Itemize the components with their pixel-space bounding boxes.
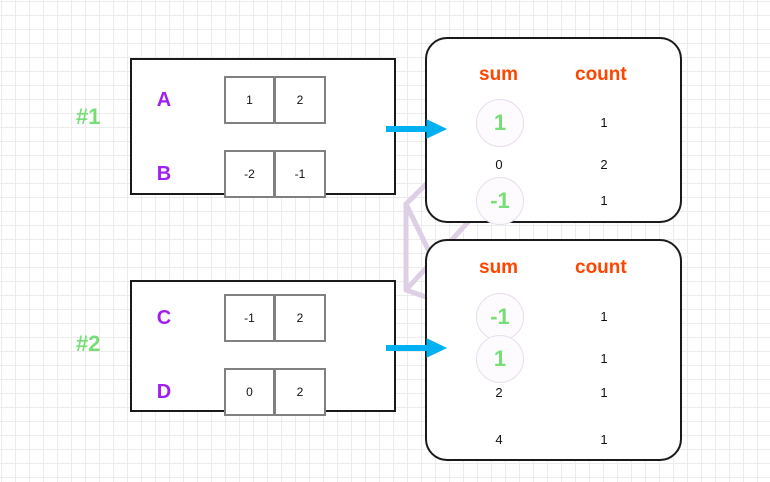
input-cell-a-sum: 1	[224, 76, 275, 124]
input-cell-c-count: 2	[275, 294, 326, 342]
output-panel-1: sum count 1 1 0 2 -1 1	[425, 37, 682, 225]
panel-2-header-count: count	[575, 257, 627, 278]
panel-2-sum-row-3: 2	[495, 385, 503, 400]
input-row-d: D 0 2	[142, 368, 326, 416]
group-tag-1: #1	[76, 104, 101, 129]
input-pair-a: 1 2	[224, 76, 326, 124]
input-block-group-2: C -1 2 D 0 2	[130, 280, 396, 416]
input-row-label-a: A	[156, 89, 172, 111]
panel-2-count-row-4: 1	[600, 432, 608, 447]
input-row-c: C -1 2	[142, 294, 326, 342]
panel-2-count-row-2: 1	[600, 351, 608, 366]
panel-2-sum-row-1: -1	[476, 293, 524, 341]
panel-1-header-sum: sum	[479, 64, 519, 85]
panel-1-sum-row-2: 0	[495, 157, 503, 172]
input-cell-b-count: -1	[275, 150, 326, 198]
input-cell-b-sum: -2	[224, 150, 275, 198]
flow-arrow-group-2	[386, 338, 448, 358]
flow-arrow-group-1	[386, 119, 448, 139]
input-cell-d-count: 2	[275, 368, 326, 416]
panel-2-sum-row-4: 4	[495, 432, 503, 447]
panel-1-sum-row-1: 1	[476, 99, 524, 147]
panel-2-count-row-1: 1	[600, 309, 608, 324]
group-tag-2: #2	[76, 331, 101, 356]
input-cell-a-count: 2	[275, 76, 326, 124]
input-cell-c-sum: -1	[224, 294, 275, 342]
input-row-label-d: D	[156, 381, 172, 403]
panel-2-count-row-3: 1	[600, 385, 608, 400]
panel-1-count-row-3: 1	[600, 193, 608, 208]
input-pair-c: -1 2	[224, 294, 326, 342]
input-pair-b: -2 -1	[224, 150, 326, 198]
input-pair-d: 0 2	[224, 368, 326, 416]
input-row-label-c: C	[156, 307, 172, 329]
panel-2-sum-row-2: 1	[476, 335, 524, 383]
input-block-group-1: A 1 2 B -2 -1	[130, 58, 396, 198]
panel-1-sum-row-3: -1	[476, 177, 524, 225]
input-row-label-b: B	[156, 163, 172, 185]
input-cell-d-sum: 0	[224, 368, 275, 416]
panel-2-header-sum: sum	[479, 257, 519, 278]
input-row-b: B -2 -1	[142, 150, 326, 198]
input-row-a: A 1 2	[142, 76, 326, 124]
panel-1-header-count: count	[575, 64, 627, 85]
panel-1-count-row-2: 2	[600, 157, 608, 172]
panel-1-count-row-1: 1	[600, 115, 608, 130]
